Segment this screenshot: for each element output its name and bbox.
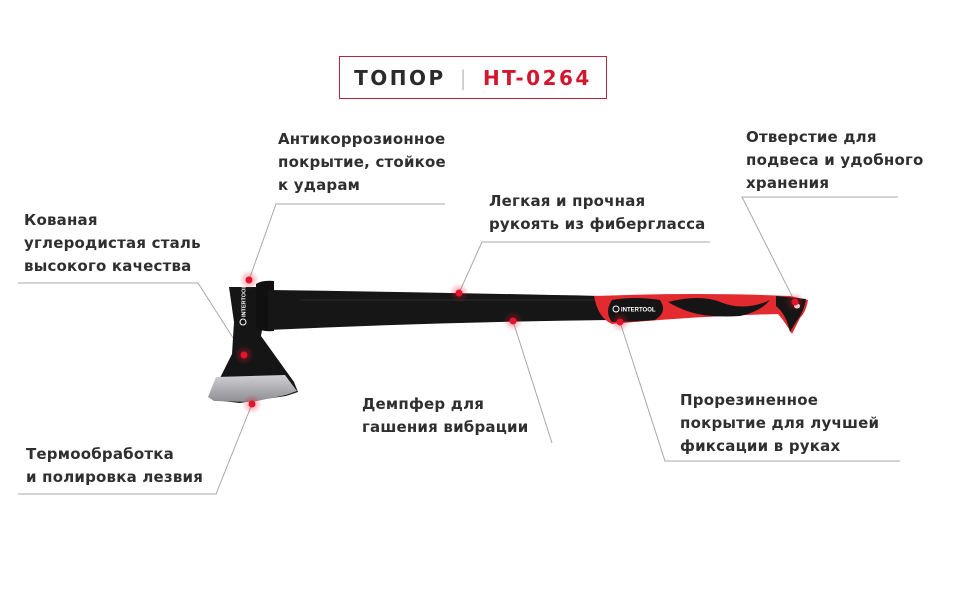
dot-forged-steel	[234, 345, 254, 365]
callout-dots	[234, 270, 805, 414]
title-separator: |	[459, 65, 469, 90]
axe-head	[213, 287, 298, 403]
brand-text-handle: INTERTOOL	[621, 308, 656, 314]
dot-damper	[503, 311, 523, 331]
leader-blade	[18, 403, 253, 495]
leader-anticorrosion	[248, 203, 445, 281]
leader-rubber	[619, 321, 900, 462]
leader-hanging-hole	[741, 196, 898, 303]
leader-forged-steel	[18, 282, 245, 356]
callout-forged-steel: Кованая углеродистая сталь высокого каче…	[24, 211, 201, 275]
grip-wave	[668, 298, 770, 317]
callout-hanging-hole: Отверстие для подвеса и удобного хранени…	[746, 128, 924, 192]
leader-handle	[458, 241, 710, 294]
leader-damper	[512, 320, 553, 444]
callout-blade: Термообработка и полировка лезвия	[26, 445, 204, 486]
brand-text-head: INTERTOOL	[242, 285, 248, 317]
brand-logo-head: INTERTOOL	[239, 285, 248, 326]
product-title: ТОПОР | HT-0264	[339, 56, 607, 99]
brand-logo-handle: INTERTOOL	[612, 305, 656, 314]
axe-blade	[208, 375, 297, 402]
dot-blade	[242, 394, 262, 414]
handle-shaft	[268, 290, 610, 330]
callout-handle: Легкая и прочная рукоять из фибергласса	[489, 192, 706, 233]
dot-handle	[449, 283, 469, 303]
callout-rubber: Прорезиненное покрытие для лучшей фиксац…	[680, 391, 880, 455]
callout-lines	[18, 196, 900, 495]
product-name: ТОПОР	[354, 65, 446, 90]
callout-anticorrosion: Антикоррозионное покрытие, стойкое к уда…	[278, 130, 446, 194]
dot-rubber	[610, 312, 630, 332]
callout-damper: Демпфер для гашения вибрации	[362, 395, 529, 436]
dot-hanging-hole	[785, 292, 805, 312]
product-model: HT-0264	[482, 65, 592, 90]
dot-anticorrosion	[239, 270, 259, 290]
